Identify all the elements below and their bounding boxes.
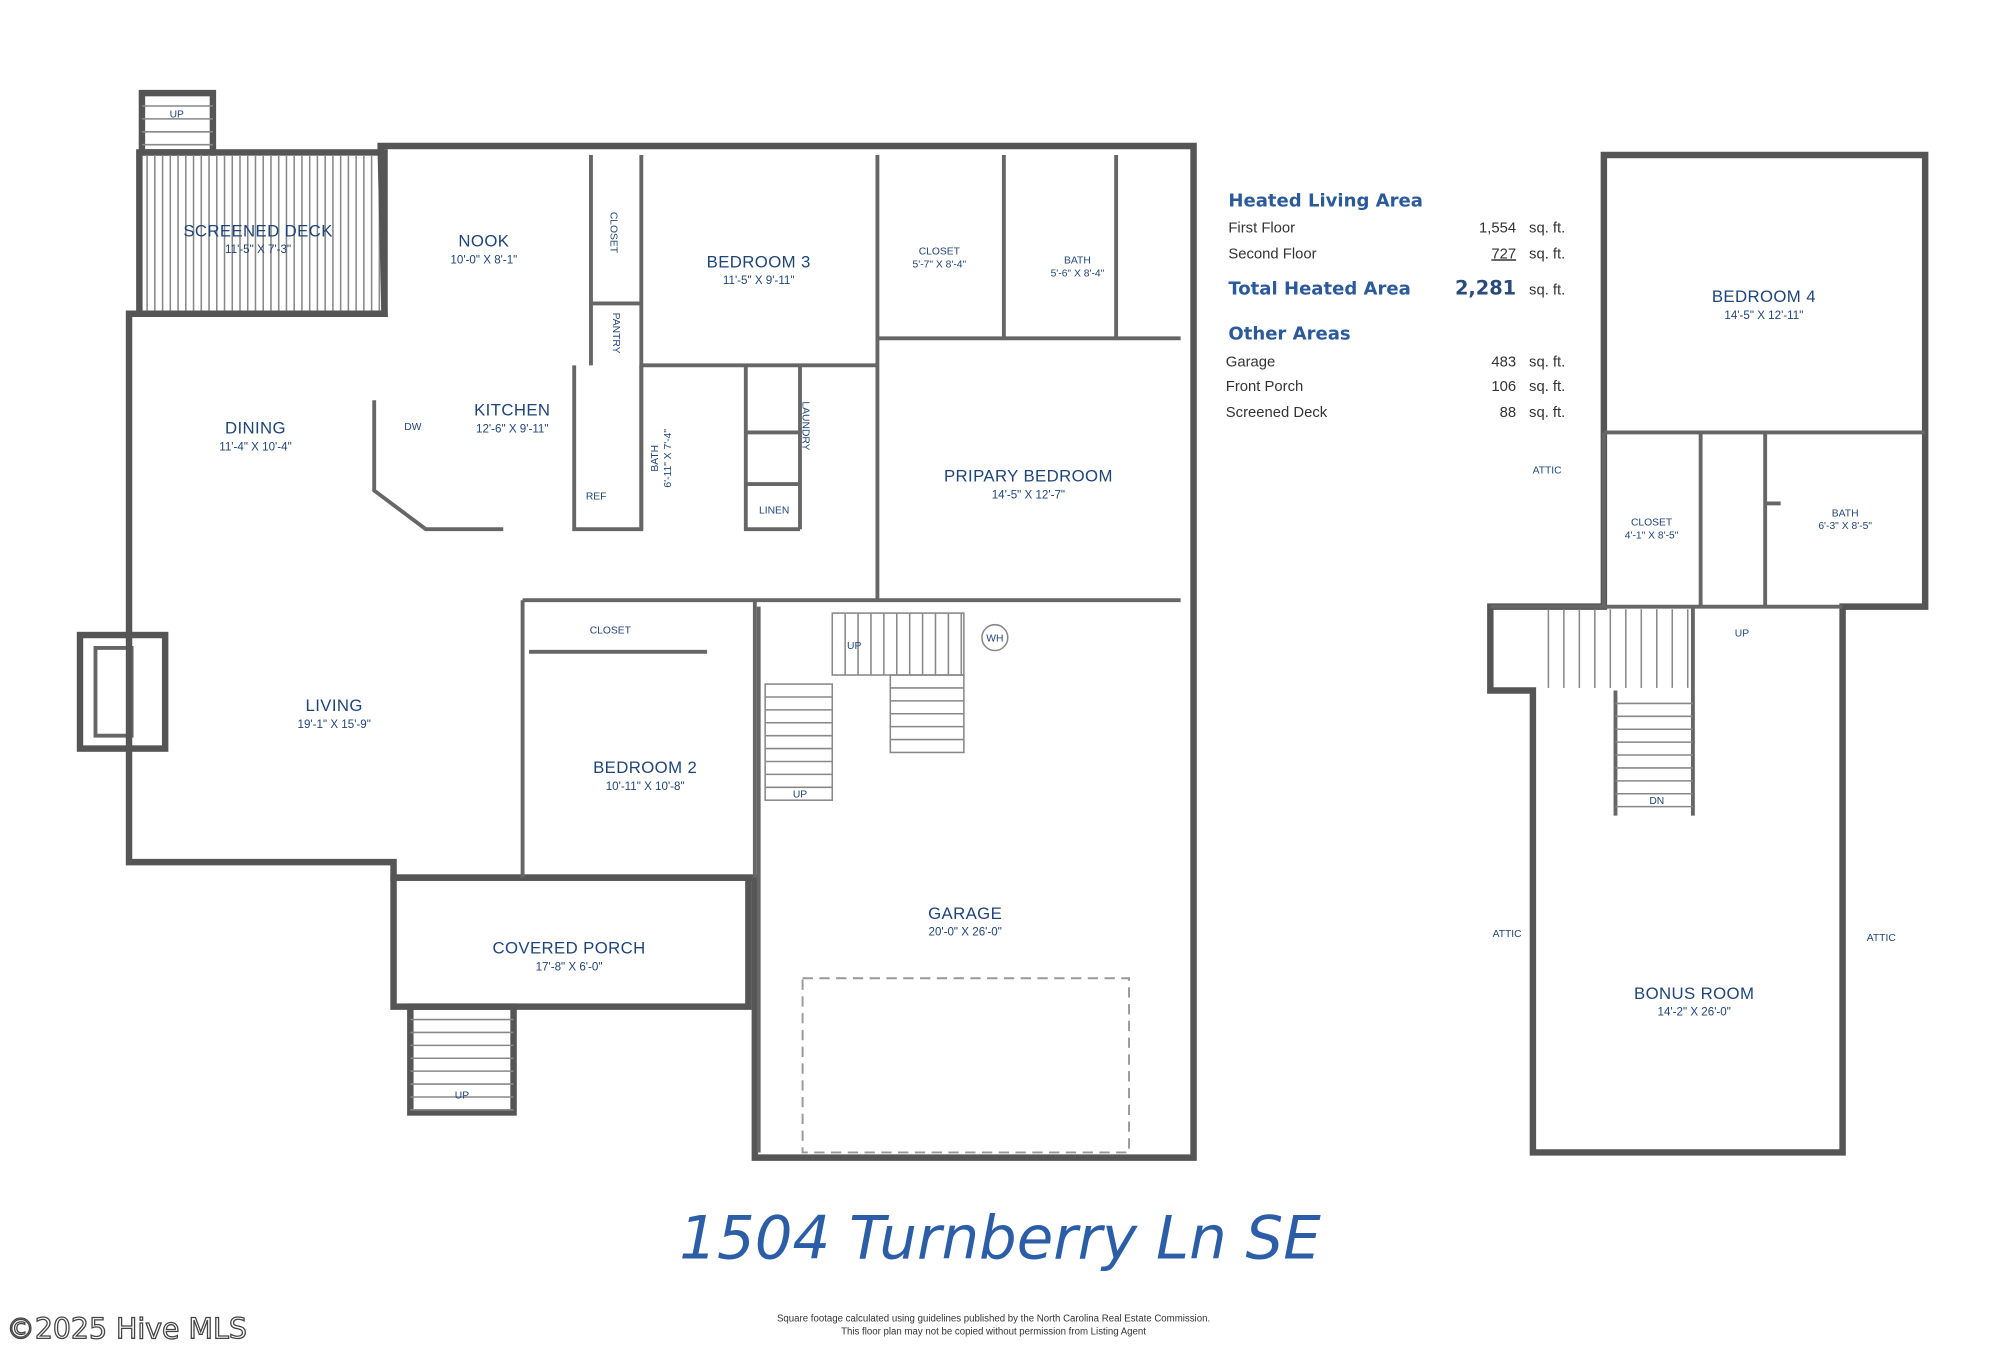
interior-walls — [372, 155, 1181, 1153]
room-dims: 14'-5" X 12'-11" — [1724, 309, 1803, 322]
area-value: 106 — [1491, 379, 1516, 395]
room-name: CLOSET — [919, 246, 961, 257]
porch-stairs — [407, 1003, 517, 1116]
room-dims: 11'-5" X 9'-11" — [723, 274, 795, 287]
area-value: 483 — [1491, 355, 1516, 371]
area-unit: sq. ft. — [1529, 220, 1565, 236]
porch-up-label: UP — [455, 1090, 469, 1101]
room-name: KITCHEN — [474, 401, 550, 420]
pantry-label: PANTRY — [610, 313, 621, 354]
room-dims: 5'-6" X 8'-4" — [1051, 268, 1105, 279]
room-dims: 4'-1" X 8'-5" — [1625, 530, 1679, 541]
room-dims: 5'-7" X 8'-4" — [913, 259, 967, 270]
room-name: LIVING — [306, 696, 363, 715]
area-unit: sq. ft. — [1529, 405, 1565, 421]
room-name: BONUS ROOM — [1634, 984, 1754, 1003]
total-heated-value: 2,281 — [1455, 276, 1516, 299]
room-name: BATH — [1064, 255, 1091, 266]
room-labels: SCREENED DECK 11'-5" X 7'-3" NOOK 10'-0"… — [183, 221, 1112, 973]
room-name: BEDROOM 3 — [707, 252, 811, 271]
area-label: Screened Deck — [1226, 405, 1328, 421]
other-areas-heading: Other Areas — [1228, 324, 1350, 345]
room-dims: 11'-5" X 7'-3" — [225, 243, 291, 256]
second-floor-interior-walls — [1490, 430, 1926, 816]
room-name: GARAGE — [928, 904, 1002, 923]
garage-stairs — [764, 612, 965, 801]
covered-porch — [390, 874, 752, 1010]
room-dims: 14'-5" X 12'-7" — [992, 488, 1065, 501]
room-name: PRIPARY BEDROOM — [944, 466, 1113, 485]
water-heater-label: WH — [986, 633, 1003, 644]
total-heated-label: Total Heated Area — [1228, 278, 1410, 299]
second-floor-stair-treads — [1547, 609, 1693, 808]
area-label: Second Floor — [1228, 246, 1316, 262]
garage-door — [801, 977, 1130, 1154]
down-label: DN — [1649, 796, 1664, 807]
room-dims: 12'-6" X 9'-11" — [476, 422, 548, 435]
area-label: First Floor — [1228, 220, 1295, 236]
attic-label: ATTIC — [1533, 466, 1563, 477]
property-address-title: 1504 Turnberry Ln SE — [679, 1203, 1321, 1272]
area-unit: sq. ft. — [1529, 355, 1565, 371]
closet-label: CLOSET — [607, 212, 618, 254]
area-label: Garage — [1226, 355, 1275, 371]
room-name: SCREENED DECK — [183, 221, 332, 240]
area-unit: sq. ft. — [1529, 246, 1565, 262]
deck-hatching — [146, 155, 381, 312]
room-dims: 14'-2" X 26'-0" — [1658, 1006, 1731, 1019]
room-name: BATH — [650, 445, 661, 472]
second-floor-plan: BEDROOM 4 14'-5" X 12'-11" CLOSET 4'-1" … — [1487, 151, 1929, 1156]
dishwasher-label: DW — [404, 422, 421, 433]
room-name: DINING — [225, 419, 286, 438]
room-dims: 6'-3" X 8'-5" — [1818, 521, 1872, 532]
water-heater — [981, 623, 1009, 652]
room-dims: 11'-4" X 10'-4" — [219, 441, 291, 454]
linen-label: LINEN — [759, 506, 789, 517]
attic-label: ATTIC — [1493, 929, 1523, 940]
room-name: CLOSET — [1631, 517, 1673, 528]
laundry-label: LAUNDRY — [800, 401, 811, 450]
area-summary: Heated Living Area First Floor 1,554 sq.… — [1226, 191, 1565, 421]
room-dims: 20'-0" X 26'-0" — [928, 926, 1001, 939]
area-label: Front Porch — [1226, 379, 1303, 395]
area-unit: sq. ft. — [1529, 379, 1565, 395]
footnote-line-1: Square footage calculated using guidelin… — [777, 1313, 1210, 1324]
area-unit: sq. ft. — [1529, 282, 1565, 298]
up-label: UP — [1735, 628, 1749, 639]
room-name: BATH — [1832, 508, 1859, 519]
heated-area-heading: Heated Living Area — [1228, 191, 1423, 212]
garage-stair-treads — [765, 613, 964, 789]
room-name: NOOK — [458, 232, 509, 251]
room-dims: 10'-0" X 8'-1" — [450, 253, 517, 266]
area-value: 88 — [1500, 405, 1517, 421]
footnote-line-2: This floor plan may not be copied withou… — [841, 1326, 1146, 1337]
garage-up-label: UP — [847, 641, 861, 652]
stair-up-label: UP — [793, 790, 807, 801]
room-name: BEDROOM 4 — [1712, 287, 1816, 306]
room-dims: 17'-8" X 6'-0" — [536, 961, 603, 974]
room-dims: 10'-11" X 10'-8" — [606, 780, 685, 793]
copyright-watermark: ©2025 Hive MLS — [6, 1312, 246, 1345]
attic-label: ATTIC — [1867, 933, 1897, 944]
room-name: BEDROOM 2 — [593, 758, 697, 777]
ref-label: REF — [586, 492, 607, 503]
area-value: 727 — [1491, 246, 1516, 262]
deck-up-label: UP — [170, 110, 184, 121]
first-floor-plan: WH UP UP UP UP CLOSET PANTRY LAUNDRY LIN… — [76, 89, 1197, 1161]
area-value: 1,554 — [1479, 220, 1516, 236]
room-dims: 19'-1" X 15'-9" — [298, 718, 371, 731]
bedroom2-closet-label: CLOSET — [590, 626, 632, 637]
room-dims: 6'-11" X 7'-4" — [663, 429, 674, 488]
room-name: COVERED PORCH — [492, 939, 645, 958]
fireplace — [76, 631, 169, 752]
porch-stair-treads — [410, 1018, 514, 1111]
deck-stair-treads — [141, 105, 213, 146]
deck-stairs — [138, 89, 217, 156]
